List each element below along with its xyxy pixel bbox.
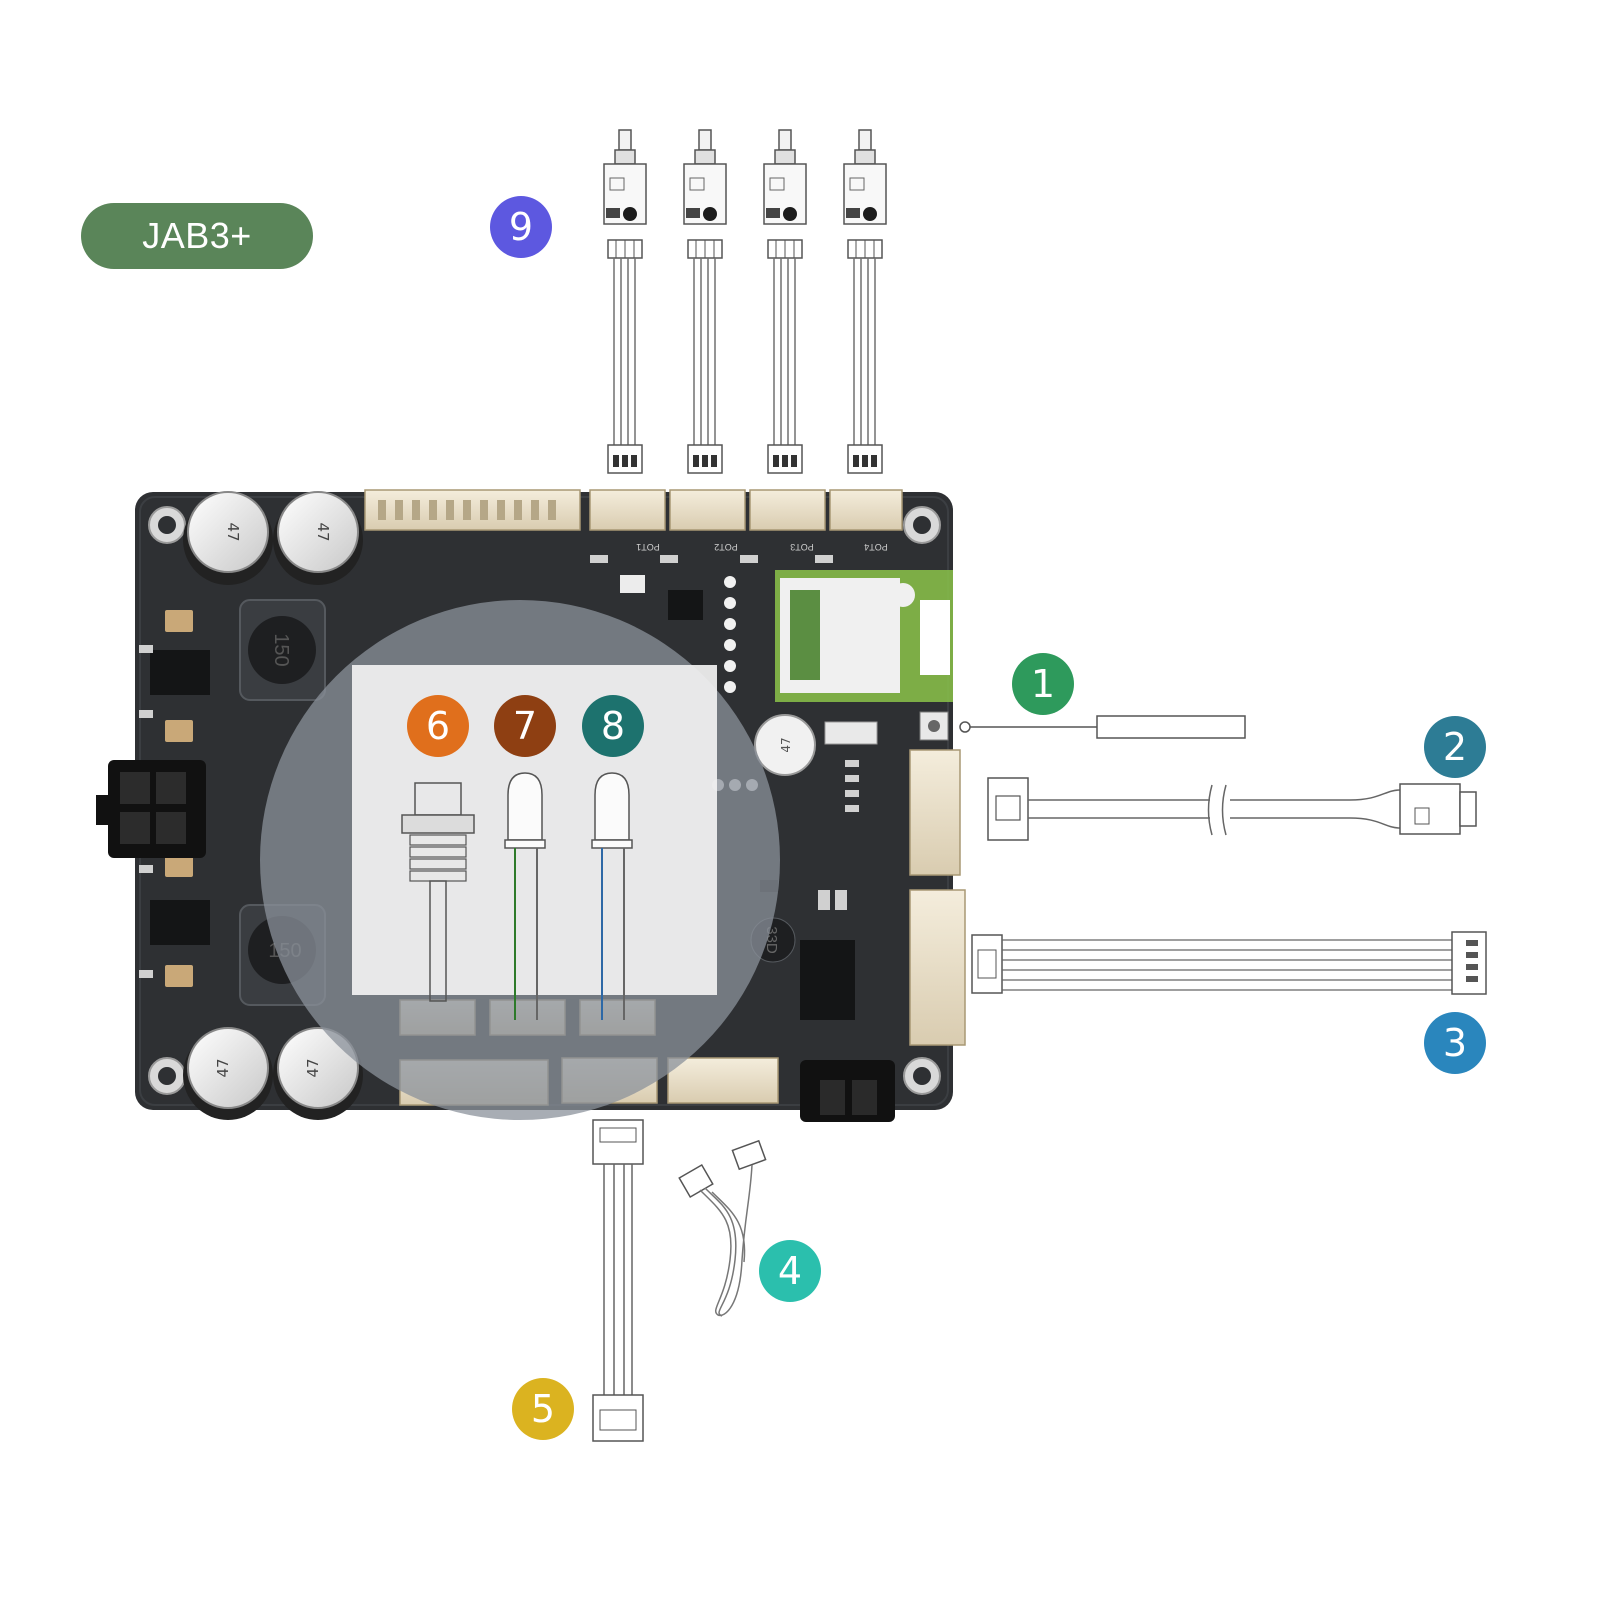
capacitor-label: 47 (224, 522, 242, 541)
svg-text:150: 150 (270, 633, 292, 666)
pot1-label: POT1 (636, 542, 660, 552)
led-blue (591, 772, 633, 1020)
callout-8-led-blue: 8 (582, 695, 644, 757)
bulkhead-button-part (401, 782, 475, 1002)
power-inductors: 150 150 33D (239, 599, 796, 1006)
callout-9-potentiometers: 9 (490, 196, 552, 258)
callout-1-antenna: 1 (1012, 653, 1074, 715)
callout-5-extension-cable: 5 (512, 1378, 574, 1440)
smd-components (165, 610, 193, 987)
antenna (959, 715, 1246, 739)
led-green (504, 772, 546, 1020)
callout-4-coiled-cable: 4 (759, 1240, 821, 1302)
electrolytic-capacitors: 47 47 47 47 47 (183, 491, 816, 1120)
potentiometer-cable-set (603, 129, 887, 474)
callout-7-led-green: 7 (494, 695, 556, 757)
accessory-overlay (260, 600, 780, 1120)
extension-cable (592, 1119, 644, 1442)
pot3-label: POT3 (790, 542, 814, 552)
wireless-module (775, 570, 953, 702)
capacitor-label: 47 (304, 1058, 322, 1077)
callout-2-audio-cable: 2 (1424, 716, 1486, 778)
power-connector-left (96, 760, 206, 858)
audio-cable (987, 777, 1477, 841)
capacitor-label: 47 (214, 1058, 232, 1077)
top-connectors (364, 489, 903, 531)
ribbon-cable (971, 931, 1487, 995)
callout-6-bulkhead-part: 6 (407, 695, 469, 757)
product-title-badge: JAB3+ (81, 203, 313, 269)
coiled-cable (678, 1139, 767, 1317)
right-connectors (909, 749, 966, 1046)
pot-connector-labels: POT1 POT2 POT3 POT4 (636, 542, 888, 552)
callout-3-ribbon-cable: 3 (1424, 1012, 1486, 1074)
pot2-label: POT2 (714, 542, 738, 552)
pot4-label: POT4 (864, 542, 888, 552)
capacitor-label: 47 (779, 737, 793, 752)
capacitor-label: 47 (314, 522, 332, 541)
